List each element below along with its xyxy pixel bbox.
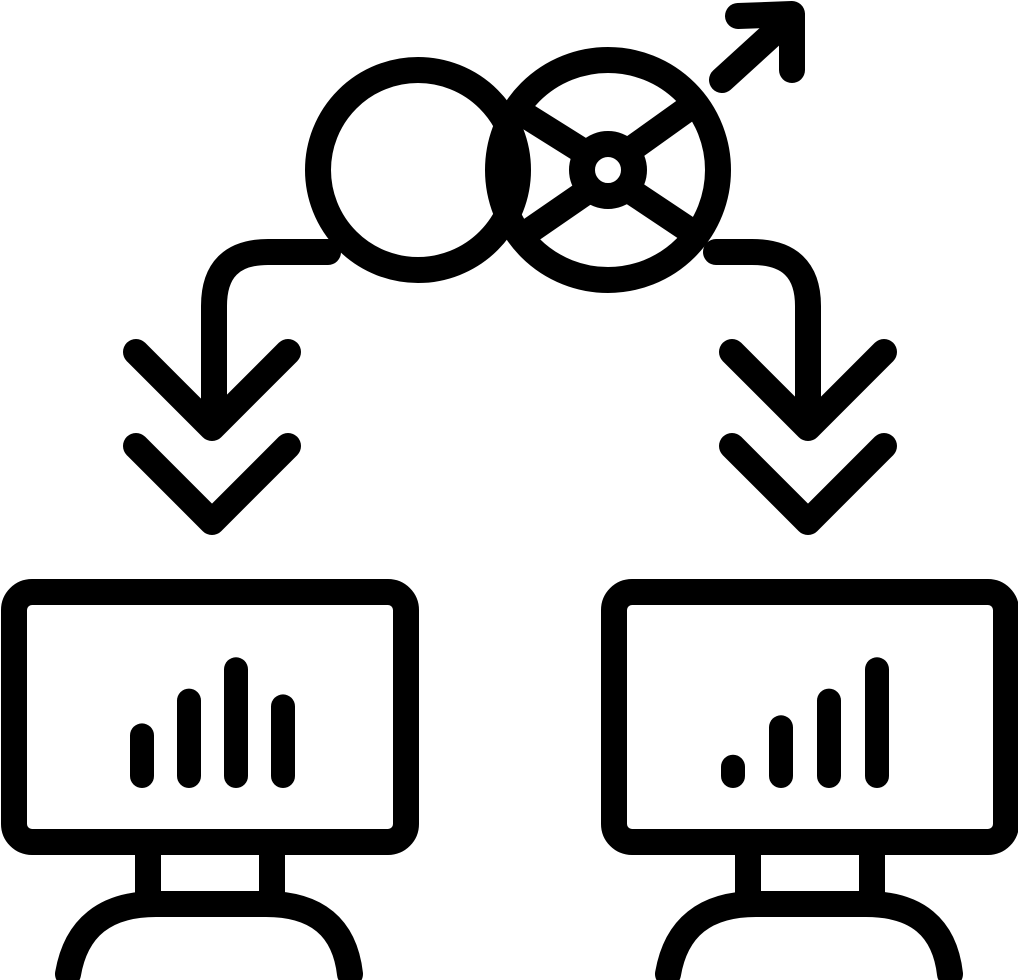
right-flow-line <box>703 239 821 425</box>
right-monitor-base <box>655 891 963 980</box>
mars-spoke-bottom-right <box>619 179 705 245</box>
mars-arrow-shaft <box>709 5 803 93</box>
left-monitor-screen <box>1 579 419 855</box>
right-monitor-screen <box>601 579 1018 855</box>
double-chevron-down-icon <box>123 339 301 535</box>
mars-hub <box>569 131 647 209</box>
left-monitor-bars <box>130 657 295 788</box>
venus-circle <box>305 57 531 283</box>
flow-arrows <box>201 239 821 425</box>
mars-icon <box>485 1 805 293</box>
right-monitor-bars <box>721 657 889 788</box>
left-chevron-lower <box>123 433 301 535</box>
mars-circle <box>485 47 731 293</box>
double-chevron-down-icon <box>719 339 897 535</box>
venus-icon <box>305 57 531 283</box>
right-chevron-upper <box>719 339 897 441</box>
gender-symbols <box>305 1 805 293</box>
monitor-bar-chart-icon <box>1 579 419 980</box>
monitor-signal-bars-icon <box>601 579 1018 980</box>
left-flow-line <box>201 239 341 425</box>
mars-arrow-head <box>725 1 805 83</box>
right-chevron-lower <box>719 433 897 535</box>
mars-spoke-top-right <box>617 92 706 163</box>
mars-spoke-bottom-left <box>515 179 599 245</box>
mars-spoke-top-left <box>512 102 597 165</box>
left-chevron-upper <box>123 339 301 441</box>
left-monitor-base <box>55 891 363 980</box>
